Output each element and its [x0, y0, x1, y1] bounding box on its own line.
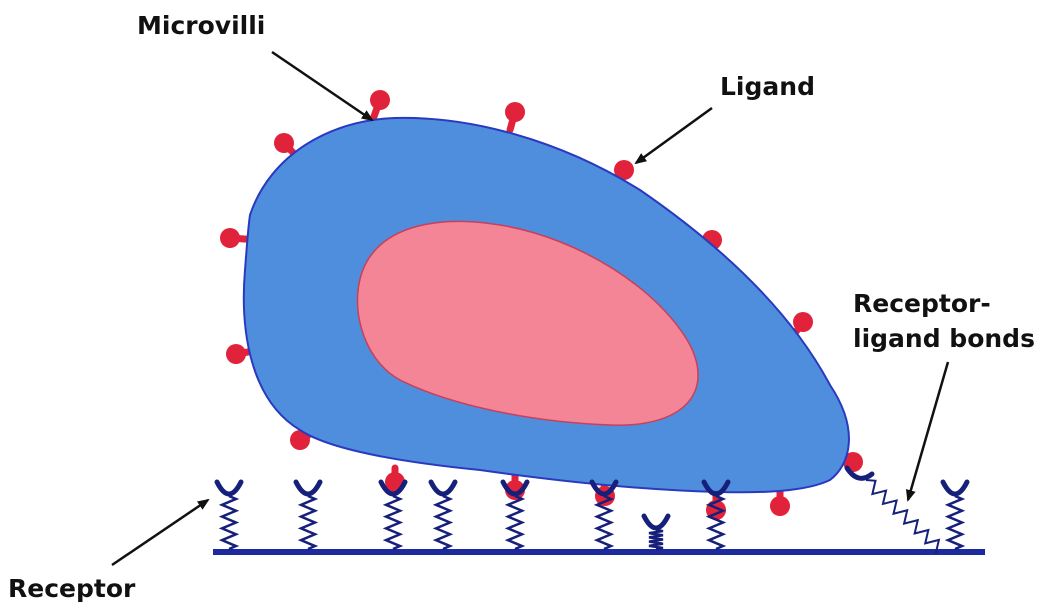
- receptor-group: [217, 468, 967, 553]
- ligand-knob: [370, 90, 390, 110]
- ligand-knob: [770, 496, 790, 516]
- receptor: [296, 482, 320, 549]
- microvilli-label: Microvilli: [137, 11, 265, 40]
- microvillus: [370, 90, 390, 122]
- receptor-ligand-label-line2: ligand bonds: [853, 324, 1035, 353]
- receptor: [943, 482, 967, 549]
- receptor: [217, 482, 241, 549]
- microvillus: [505, 102, 525, 130]
- receptor-cup: [644, 516, 668, 528]
- receptor-spring: [649, 530, 663, 549]
- receptor-spring: [301, 496, 315, 549]
- receptor-spring: [222, 496, 236, 549]
- receptor-arrow: [112, 500, 208, 565]
- ligand-knob: [220, 228, 240, 248]
- receptor: [644, 516, 668, 549]
- ligand-knob: [793, 312, 813, 332]
- receptor-ligand-arrow: [908, 362, 948, 500]
- receptor-cup: [217, 482, 241, 494]
- ligand-label: Ligand: [720, 72, 815, 101]
- ligand-knob: [505, 102, 525, 122]
- microvillus: [770, 490, 790, 516]
- receptor-spring: [508, 496, 522, 549]
- receptor: [381, 482, 405, 549]
- bond-spring: [866, 480, 939, 553]
- stretched-bond: [847, 468, 939, 553]
- microvilli-arrow: [272, 52, 372, 120]
- receptor-cup: [296, 482, 320, 494]
- receptor-cup: [943, 482, 967, 494]
- receptor-spring: [436, 496, 450, 549]
- receptor-label: Receptor: [8, 574, 136, 603]
- receptor-cup: [431, 482, 455, 494]
- receptor-spring: [386, 496, 400, 549]
- receptor: [592, 482, 616, 549]
- ligand-knob: [274, 133, 294, 153]
- ligand-knob: [226, 344, 246, 364]
- receptor: [431, 482, 455, 549]
- receptor-spring: [948, 496, 962, 549]
- ligand-arrow: [636, 108, 712, 163]
- substrate-surface: [213, 549, 985, 555]
- receptor: [503, 482, 527, 549]
- receptor-ligand-label-line1: Receptor-: [853, 289, 991, 318]
